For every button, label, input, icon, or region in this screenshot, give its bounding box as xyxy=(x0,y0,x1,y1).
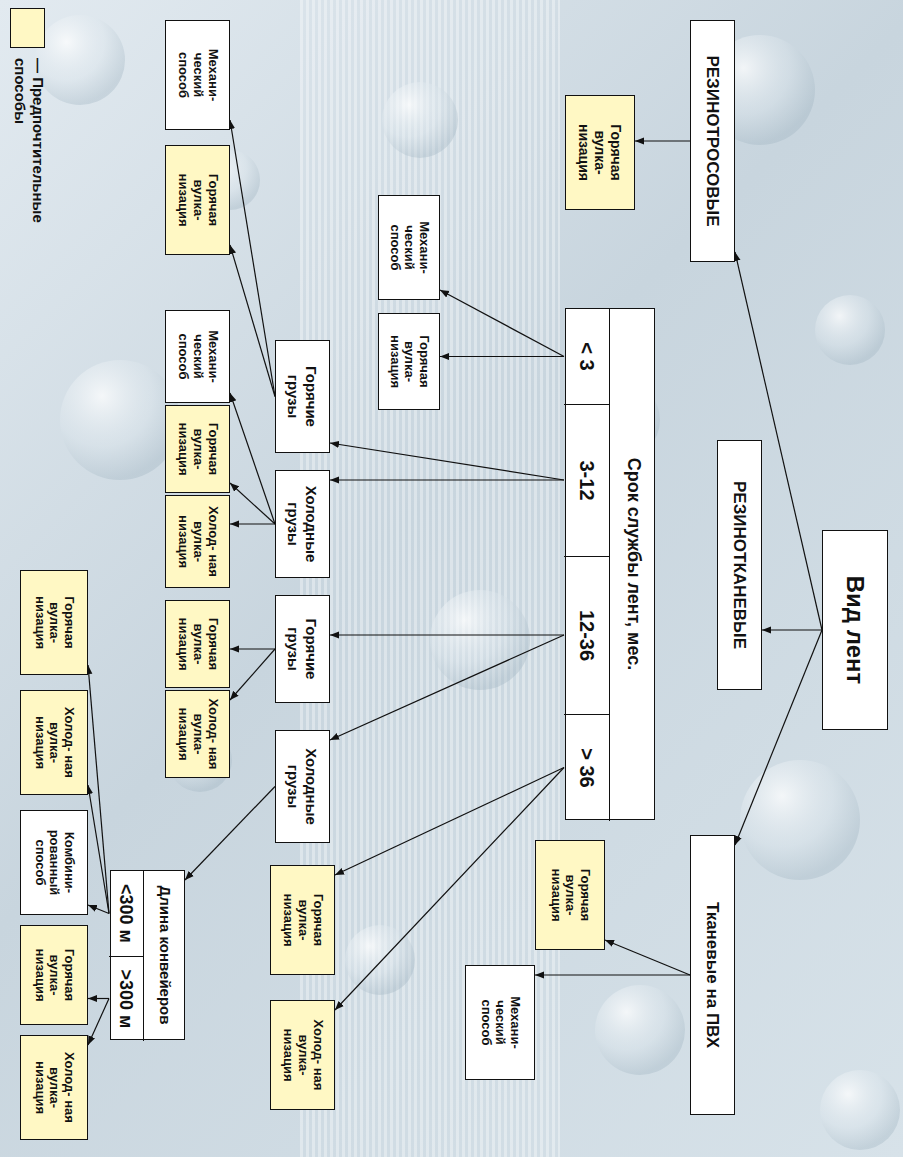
joining-method-box: Горячая вулка- низация xyxy=(565,95,635,210)
table-cell: 12-36 xyxy=(564,556,610,714)
box-label: Горячая вулка- низация xyxy=(387,323,432,401)
box-label: Вид лент xyxy=(841,576,869,685)
connector-arrow xyxy=(230,648,275,649)
joining-method-box: Горячая вулка- низация xyxy=(165,145,230,255)
joining-method-box: Горячая вулка- низация xyxy=(165,600,230,688)
connector-arrow xyxy=(230,649,275,700)
joining-method-box: Механи- ческий способ xyxy=(465,965,535,1080)
cargo-type-box: Холодные грузы xyxy=(275,470,330,578)
joining-method-box: Холод- ная вулка- низация xyxy=(20,690,88,795)
parameter-table: Срок службы лент, мес. < 3 3-12 12-36 > 36 xyxy=(565,308,655,820)
cell-label: <300 м xyxy=(116,884,137,943)
belt-type-box: РЕЗИНОТРОСОВЫЕ xyxy=(690,20,735,262)
box-label: Горячая вулка- низация xyxy=(548,856,593,934)
table-cell: 3-12 xyxy=(564,404,610,556)
connector-arrow xyxy=(88,998,109,999)
connector-arrow xyxy=(330,443,564,480)
joining-method-box: Механи- ческий способ xyxy=(378,195,440,300)
parameter-table: Длина конвейеров <300 м >300 м xyxy=(110,870,185,1040)
joining-method-box: Горячая вулка- низация xyxy=(378,313,440,410)
connector-arrow xyxy=(185,787,275,881)
box-label: Горячая вулка- низация xyxy=(32,584,77,662)
joining-method-box: Комбини- рованный способ xyxy=(20,810,88,915)
connector-arrow xyxy=(605,940,690,975)
joining-method-box: Механи- ческий способ xyxy=(165,310,230,403)
box-label: Тканевые на ПВХ xyxy=(703,902,723,1048)
connector-arrow xyxy=(230,393,275,524)
cell-label: >300 м xyxy=(116,970,137,1029)
joining-method-box: Горячая вулка- низация xyxy=(20,570,88,675)
box-label: РЕЗИНОТКАНЕВЫЕ xyxy=(730,481,750,649)
box-label: Холодные грузы xyxy=(285,479,320,569)
bubbles xyxy=(35,15,900,1150)
cargo-type-box: Холодные грузы xyxy=(275,730,330,843)
box-label: Холод- ная вулка- низация xyxy=(32,704,77,782)
belt-type-box: РЕЗИНОТКАНЕВЫЕ xyxy=(717,440,762,690)
connector-arrow xyxy=(330,634,564,635)
connector-arrow xyxy=(330,479,564,480)
connector-arrow xyxy=(635,140,690,141)
belt-type-box: Тканевые на ПВХ xyxy=(690,835,735,1115)
connector-arrow xyxy=(230,523,275,524)
cargo-type-box: Горячие грузы xyxy=(275,340,330,453)
table-cell: <300 м xyxy=(109,871,144,956)
connector-arrow xyxy=(440,290,564,357)
box-label: Комбини- рованный способ xyxy=(32,824,77,902)
joining-method-box: Горячая вулка- низация xyxy=(20,925,88,1025)
box-label: Механи- ческий способ xyxy=(478,984,523,1062)
connector-arrow xyxy=(88,785,109,914)
connector-arrow xyxy=(330,635,564,740)
connector-arrow xyxy=(88,999,109,1046)
cell-label: 3-12 xyxy=(575,460,598,500)
table-cell: > 36 xyxy=(564,714,610,821)
joining-method-box: Холод- ная вулка- низация xyxy=(270,1000,335,1110)
joining-method-box: Горячая вулка- низация xyxy=(270,865,335,975)
box-label: Горячая вулка- низация xyxy=(32,936,77,1014)
box-label: Горячая вулка- низация xyxy=(175,412,220,486)
table-cell: < 3 xyxy=(564,309,610,404)
box-label: Холод- ная вулка- низация xyxy=(175,503,220,581)
joining-method-box: Горячая вулка- низация xyxy=(165,405,230,493)
legend-label: — Предпочтительные способы xyxy=(11,58,47,248)
box-label: Механи- ческий способ xyxy=(175,36,220,114)
joining-method-box: Холод- ная вулка- низация xyxy=(20,1035,88,1140)
box-label: Холод- ная вулка- низация xyxy=(175,697,220,771)
box-label: Холодные грузы xyxy=(285,739,320,834)
box-label: РЕЗИНОТРОСОВЫЕ xyxy=(703,55,723,226)
box-label: Горячая вулка- низация xyxy=(175,161,220,239)
cell-label: < 3 xyxy=(575,342,598,370)
connector-arrow xyxy=(88,665,109,914)
connector-arrow xyxy=(535,974,690,975)
table-cell: >300 м xyxy=(109,956,144,1041)
cargo-type-box: Горячие грузы xyxy=(275,595,330,703)
joining-method-box: Механи- ческий способ xyxy=(165,20,230,130)
cell-label: > 36 xyxy=(575,748,598,787)
connector-arrow xyxy=(440,356,564,357)
connector-arrow xyxy=(335,768,564,876)
box-label: Холод- ная вулка- низация xyxy=(32,1049,77,1127)
box-label: Горячая вулка- низация xyxy=(175,607,220,681)
box-label: Холод- ная вулка- низация xyxy=(280,1016,325,1094)
joining-method-box: Холод- ная вулка- низация xyxy=(165,690,230,778)
connector-arrow xyxy=(230,483,275,524)
box-label: Горячая вулка- низация xyxy=(280,881,325,959)
connector-arrow xyxy=(88,905,109,914)
box-label: Механи- ческий способ xyxy=(387,209,432,287)
box-label: Механи- ческий способ xyxy=(175,318,220,396)
box-label: Горячие грузы xyxy=(285,349,320,444)
connector-arrow xyxy=(762,629,822,630)
cell-label: 12-36 xyxy=(575,610,598,661)
connector-arrow xyxy=(230,245,275,397)
type-header-box: Вид лент xyxy=(822,530,888,730)
joining-method-box: Холод- ная вулка- низация xyxy=(165,495,230,588)
box-label: Длина конвейеров xyxy=(157,885,174,1024)
legend-swatch xyxy=(10,8,45,48)
box-label: Горячая вулка- низация xyxy=(576,114,624,192)
connector-arrow xyxy=(230,120,275,397)
box-label: Срок службы лент, мес. xyxy=(623,458,644,670)
box-label: Горячие грузы xyxy=(285,604,320,694)
joining-method-box: Горячая вулка- низация xyxy=(535,840,605,950)
